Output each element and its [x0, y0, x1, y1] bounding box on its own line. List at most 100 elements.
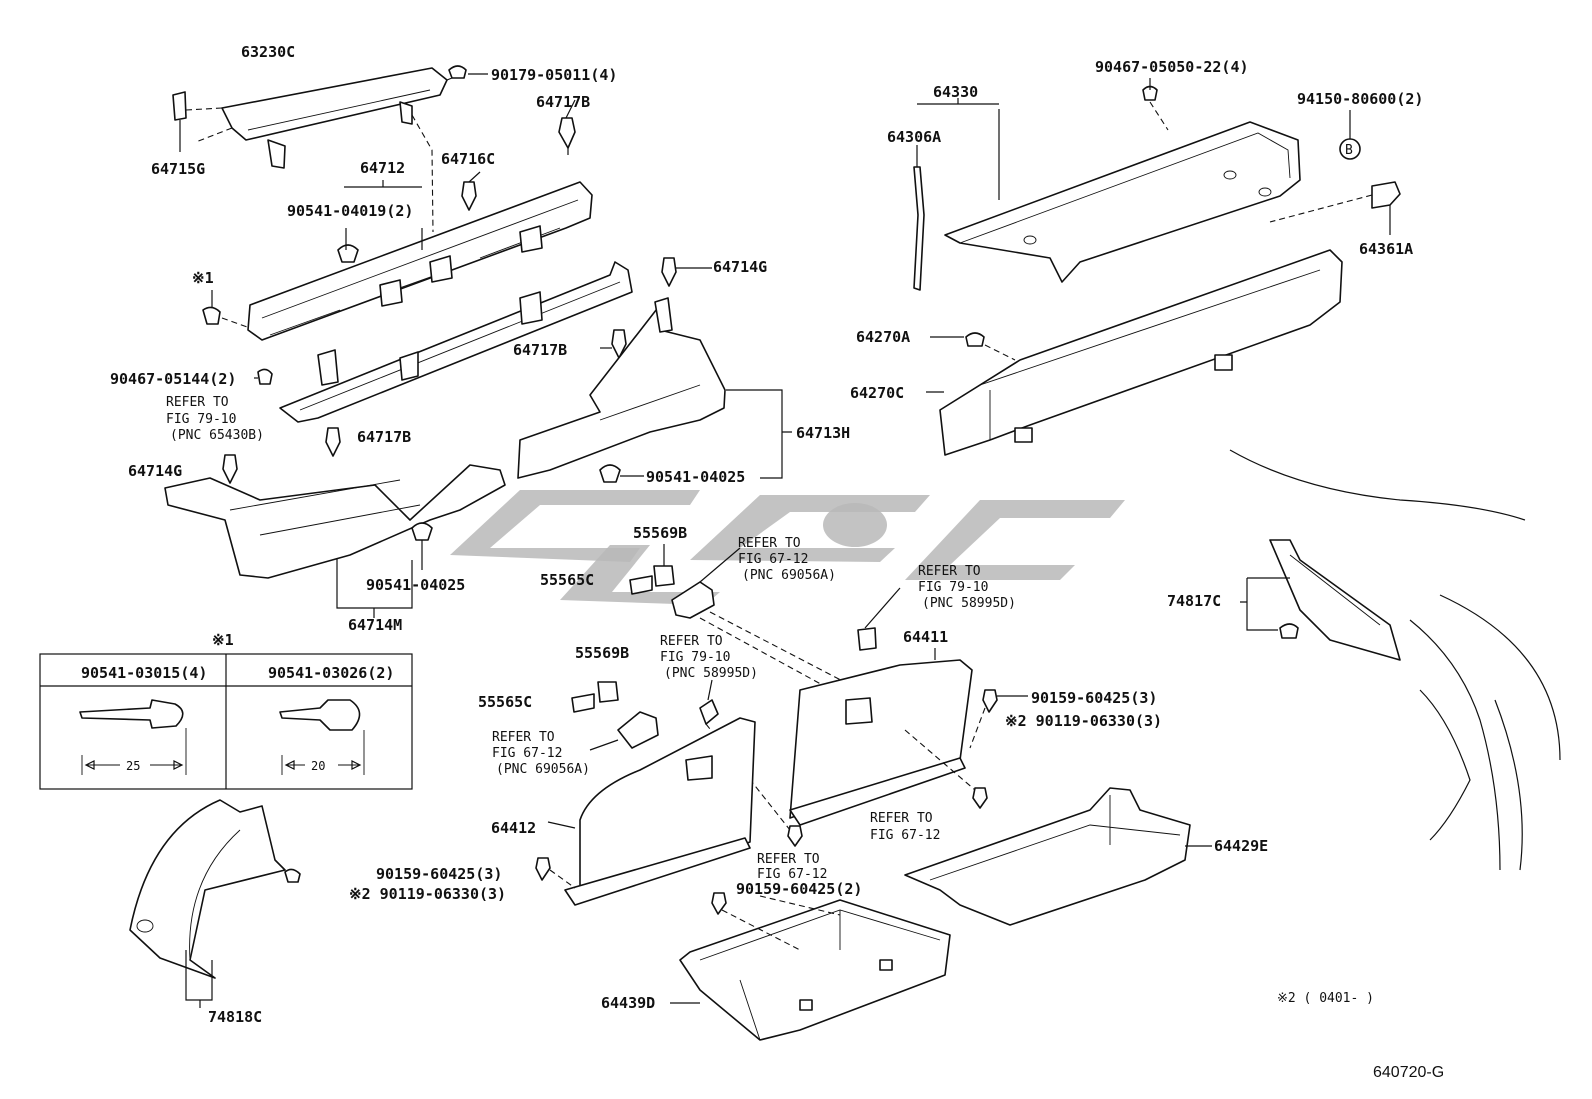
- label-64717b-mid: 64717B: [513, 341, 567, 359]
- inset-box: [39, 653, 413, 790]
- inset-right-part: 90541-03026(2): [268, 664, 394, 682]
- clip-64270a: [930, 332, 1016, 361]
- fastener-90467-05144: [254, 368, 273, 385]
- part-64714m-trim: [164, 464, 506, 579]
- part-64429e-tray: [904, 787, 1191, 926]
- label-b: B: [1345, 143, 1353, 158]
- svg-text:REFER TO: REFER TO: [870, 811, 933, 826]
- label-90119-06330-l: ※2 90119-06330(3): [349, 885, 506, 903]
- label-64412: 64412: [491, 819, 536, 837]
- ref-67-12-d: REFER TO FIG 67-12: [757, 852, 827, 882]
- svg-text:FIG 79-10: FIG 79-10: [166, 412, 236, 427]
- svg-text:FIG 79-10: FIG 79-10: [918, 580, 988, 595]
- label-64411: 64411: [903, 628, 948, 646]
- svg-text:REFER TO: REFER TO: [166, 395, 229, 410]
- label-55565c-a: 55565C: [540, 571, 594, 589]
- ref-67-12-c: REFER TO FIG 67-12: [870, 811, 940, 843]
- label-64714g-left: 64714G: [128, 462, 182, 480]
- svg-text:(PNC 65430B): (PNC 65430B): [170, 428, 264, 443]
- bolt-mid: [787, 825, 803, 847]
- ref-79-10-a: REFER TO FIG 79-10 (PNC 65430B): [166, 395, 264, 443]
- footnote: ※2 ( 0401- ): [1277, 991, 1374, 1006]
- label-90467-05050: 90467-05050-22(4): [1095, 58, 1249, 76]
- label-90159-60425-r: 90159-60425(3): [1031, 689, 1157, 707]
- label-90541-04019: 90541-04019(2): [287, 202, 413, 220]
- svg-text:FIG 79-10: FIG 79-10: [660, 650, 730, 665]
- clip-64714g-left: [222, 454, 238, 484]
- svg-text:REFER TO: REFER TO: [738, 536, 801, 551]
- inset-left-size: 25: [126, 759, 140, 773]
- label-55565c-b: 55565C: [478, 693, 532, 711]
- clip-note1: [202, 290, 251, 329]
- fastener-90541-04019: [337, 244, 359, 263]
- svg-text:REFER TO: REFER TO: [660, 634, 723, 649]
- inset-title: ※1: [212, 631, 234, 649]
- clip-64717b-mid: [600, 329, 627, 359]
- clip-64717b-top: [558, 99, 576, 155]
- part-64712-panel: [247, 181, 593, 341]
- label-90159-60425-l: 90159-60425(3): [376, 865, 502, 883]
- label-64714g-top: 64714G: [713, 258, 767, 276]
- label-64713h: 64713H: [796, 424, 850, 442]
- svg-text:(PNC 69056A): (PNC 69056A): [496, 762, 590, 777]
- clip-55565c-a: [629, 575, 653, 595]
- svg-text:REFER TO: REFER TO: [918, 564, 981, 579]
- svg-text:FIG 67-12: FIG 67-12: [757, 867, 827, 882]
- part-64713h-rail: [517, 297, 726, 479]
- label-64330: 64330: [933, 83, 978, 101]
- label-64361a: 64361A: [1359, 240, 1413, 258]
- label-90159-60425-2: 90159-60425(2): [736, 880, 862, 898]
- bracket-refer-67-12-b: [589, 711, 659, 751]
- bolt-upper-dashes: [904, 707, 988, 809]
- label-94150: 94150-80600(2): [1297, 90, 1423, 108]
- label-64717b-low: 64717B: [357, 428, 411, 446]
- clip-55569b-b: [597, 681, 619, 703]
- diagram-code: 640720-G: [1373, 1064, 1444, 1081]
- part-refer-79-10-bracket: [279, 261, 633, 423]
- bracket-64361a: [1269, 181, 1401, 235]
- svg-text:(PNC 58995D): (PNC 58995D): [664, 666, 758, 681]
- bolt-90159-right: [982, 689, 1028, 713]
- svg-text:REFER TO: REFER TO: [492, 730, 555, 745]
- label-64439d: 64439D: [601, 994, 655, 1012]
- ref-67-12-a: REFER TO FIG 67-12 (PNC 69056A): [738, 536, 836, 583]
- part-74818c-cover: [129, 799, 301, 979]
- svg-text:FIG 67-12: FIG 67-12: [870, 828, 940, 843]
- label-64270c: 64270C: [850, 384, 904, 402]
- ref-67-12-b: REFER TO FIG 67-12 (PNC 69056A): [492, 730, 590, 777]
- label-74817c: 74817C: [1167, 592, 1221, 610]
- part-64330-tray: [944, 121, 1301, 283]
- part-64412-panel: [564, 717, 756, 906]
- fastener-90179: [448, 65, 488, 79]
- label-74818c: 74818C: [208, 1008, 262, 1026]
- clip-90541-04025-a: [599, 464, 644, 483]
- label-90541-04025-a: 90541-04025: [646, 468, 745, 486]
- ref-79-10-c: REFER TO FIG 79-10 (PNC 58995D): [660, 634, 758, 681]
- label-90467-05144: 90467-05144(2): [110, 370, 236, 388]
- svg-text:(PNC 69056A): (PNC 69056A): [742, 568, 836, 583]
- svg-text:FIG 67-12: FIG 67-12: [492, 746, 562, 761]
- label-55569b-b: 55569B: [575, 644, 629, 662]
- label-note1: ※1: [192, 269, 214, 287]
- clip-64716c: [461, 171, 481, 211]
- bolt-90159-left: [535, 857, 576, 889]
- label-63230c: 63230C: [241, 43, 295, 61]
- ref-79-10-b: REFER TO FIG 79-10 (PNC 58995D): [918, 564, 1016, 611]
- svg-text:REFER TO: REFER TO: [757, 852, 820, 867]
- label-90119-06330-r: ※2 90119-06330(3): [1005, 712, 1162, 730]
- svg-text:FIG 67-12: FIG 67-12: [738, 552, 808, 567]
- marker-b: [1339, 110, 1361, 160]
- clip-55565c-b: [571, 693, 595, 713]
- label-64716c: 64716C: [441, 150, 495, 168]
- clip-64717b-low: [325, 427, 341, 457]
- part-64439d-tray: [679, 899, 951, 1041]
- part-64715g-clip: [172, 91, 187, 152]
- inset-right-size: 20: [311, 759, 325, 773]
- inset-left-part: 90541-03015(4): [81, 664, 207, 682]
- part-64306a-strap: [913, 145, 925, 291]
- part-74817c-cover: [1269, 539, 1401, 661]
- label-90179: 90179-05011(4): [491, 66, 617, 84]
- label-64717b-top: 64717B: [536, 93, 590, 111]
- label-64429e: 64429E: [1214, 837, 1268, 855]
